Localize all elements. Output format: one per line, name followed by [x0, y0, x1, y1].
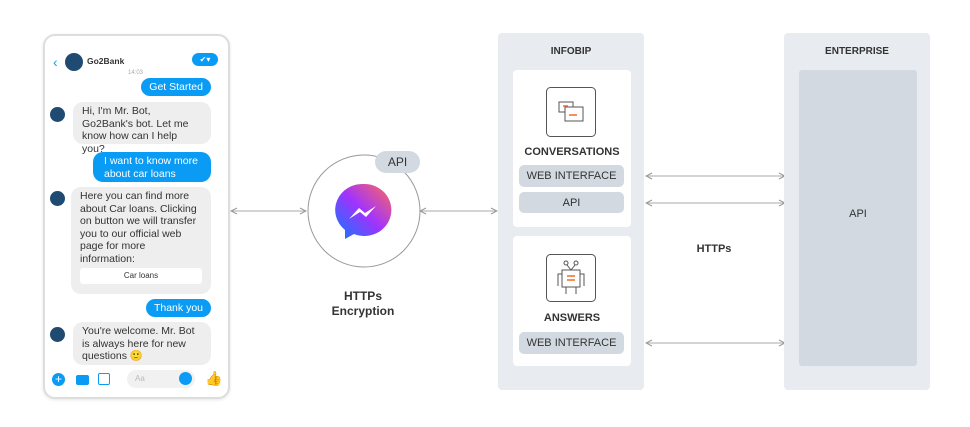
answers-title: ANSWERS: [543, 312, 601, 324]
conversations-icon: [546, 87, 596, 137]
conversations-web-interface: WEB INTERFACE: [519, 165, 624, 187]
conversations-card: CONVERSATIONS WEB INTERFACE API: [513, 70, 631, 227]
user-message: Thank you: [145, 299, 211, 317]
bot-avatar-icon: [50, 107, 65, 122]
enterprise-panel: ENTERPRISE API: [784, 33, 930, 390]
conversations-api: API: [519, 192, 624, 213]
bot-avatar-icon: [50, 327, 65, 342]
bot-message: Hi, I'm Mr. Bot, Go2Bank's bot. Let me k…: [73, 102, 211, 155]
thumbs-up-icon[interactable]: 👍: [205, 370, 223, 386]
conversations-title: CONVERSATIONS: [524, 146, 620, 158]
chat-title: Go2Bank: [87, 56, 125, 66]
check-toggle-icon[interactable]: ✔▾: [192, 53, 218, 66]
bank-avatar-icon: [65, 53, 83, 71]
user-message: Get Started: [141, 78, 211, 96]
car-loans-button[interactable]: Car loans: [80, 268, 202, 284]
infobip-panel: INFOBIP CONVERSATIONS WEB INTERFACE API …: [498, 33, 644, 390]
bot-avatar-icon: [50, 191, 65, 206]
bot-message: Here you can find more about Car loans. …: [71, 187, 211, 294]
https-link-label: HTTPs: [696, 243, 732, 255]
messenger-circle: [307, 154, 421, 268]
back-chevron-icon[interactable]: ‹: [53, 54, 58, 70]
messenger-api-badge: API: [375, 151, 420, 173]
input-placeholder: Aa: [135, 374, 145, 383]
enterprise-api-box: API: [799, 70, 917, 366]
camera-icon[interactable]: [76, 375, 89, 385]
message-input[interactable]: Aa: [127, 370, 195, 388]
bot-message-text: Here you can find more about Car loans. …: [80, 190, 197, 265]
phone-mockup: ‹ Go2Bank ✔▾ 14:03 Get Started Hi, I'm M…: [43, 34, 230, 399]
robot-icon: [546, 254, 596, 302]
infobip-title: INFOBIP: [550, 46, 592, 57]
image-icon[interactable]: [98, 373, 110, 385]
enterprise-api-label: API: [849, 208, 867, 220]
plus-icon[interactable]: +: [52, 373, 65, 386]
enterprise-title: ENTERPRISE: [825, 46, 889, 57]
timestamp: 14:03: [128, 70, 144, 76]
caption-line: Encryption: [331, 304, 395, 318]
caption-line: HTTPs: [343, 289, 382, 303]
bot-message: You're welcome. Mr. Bot is always here f…: [73, 322, 211, 365]
user-message: I want to know more about car loans: [93, 152, 211, 182]
emoji-icon[interactable]: [179, 372, 192, 385]
answers-card: ANSWERS WEB INTERFACE: [513, 236, 631, 366]
answers-web-interface: WEB INTERFACE: [519, 332, 624, 354]
messenger-icon: [335, 183, 392, 239]
